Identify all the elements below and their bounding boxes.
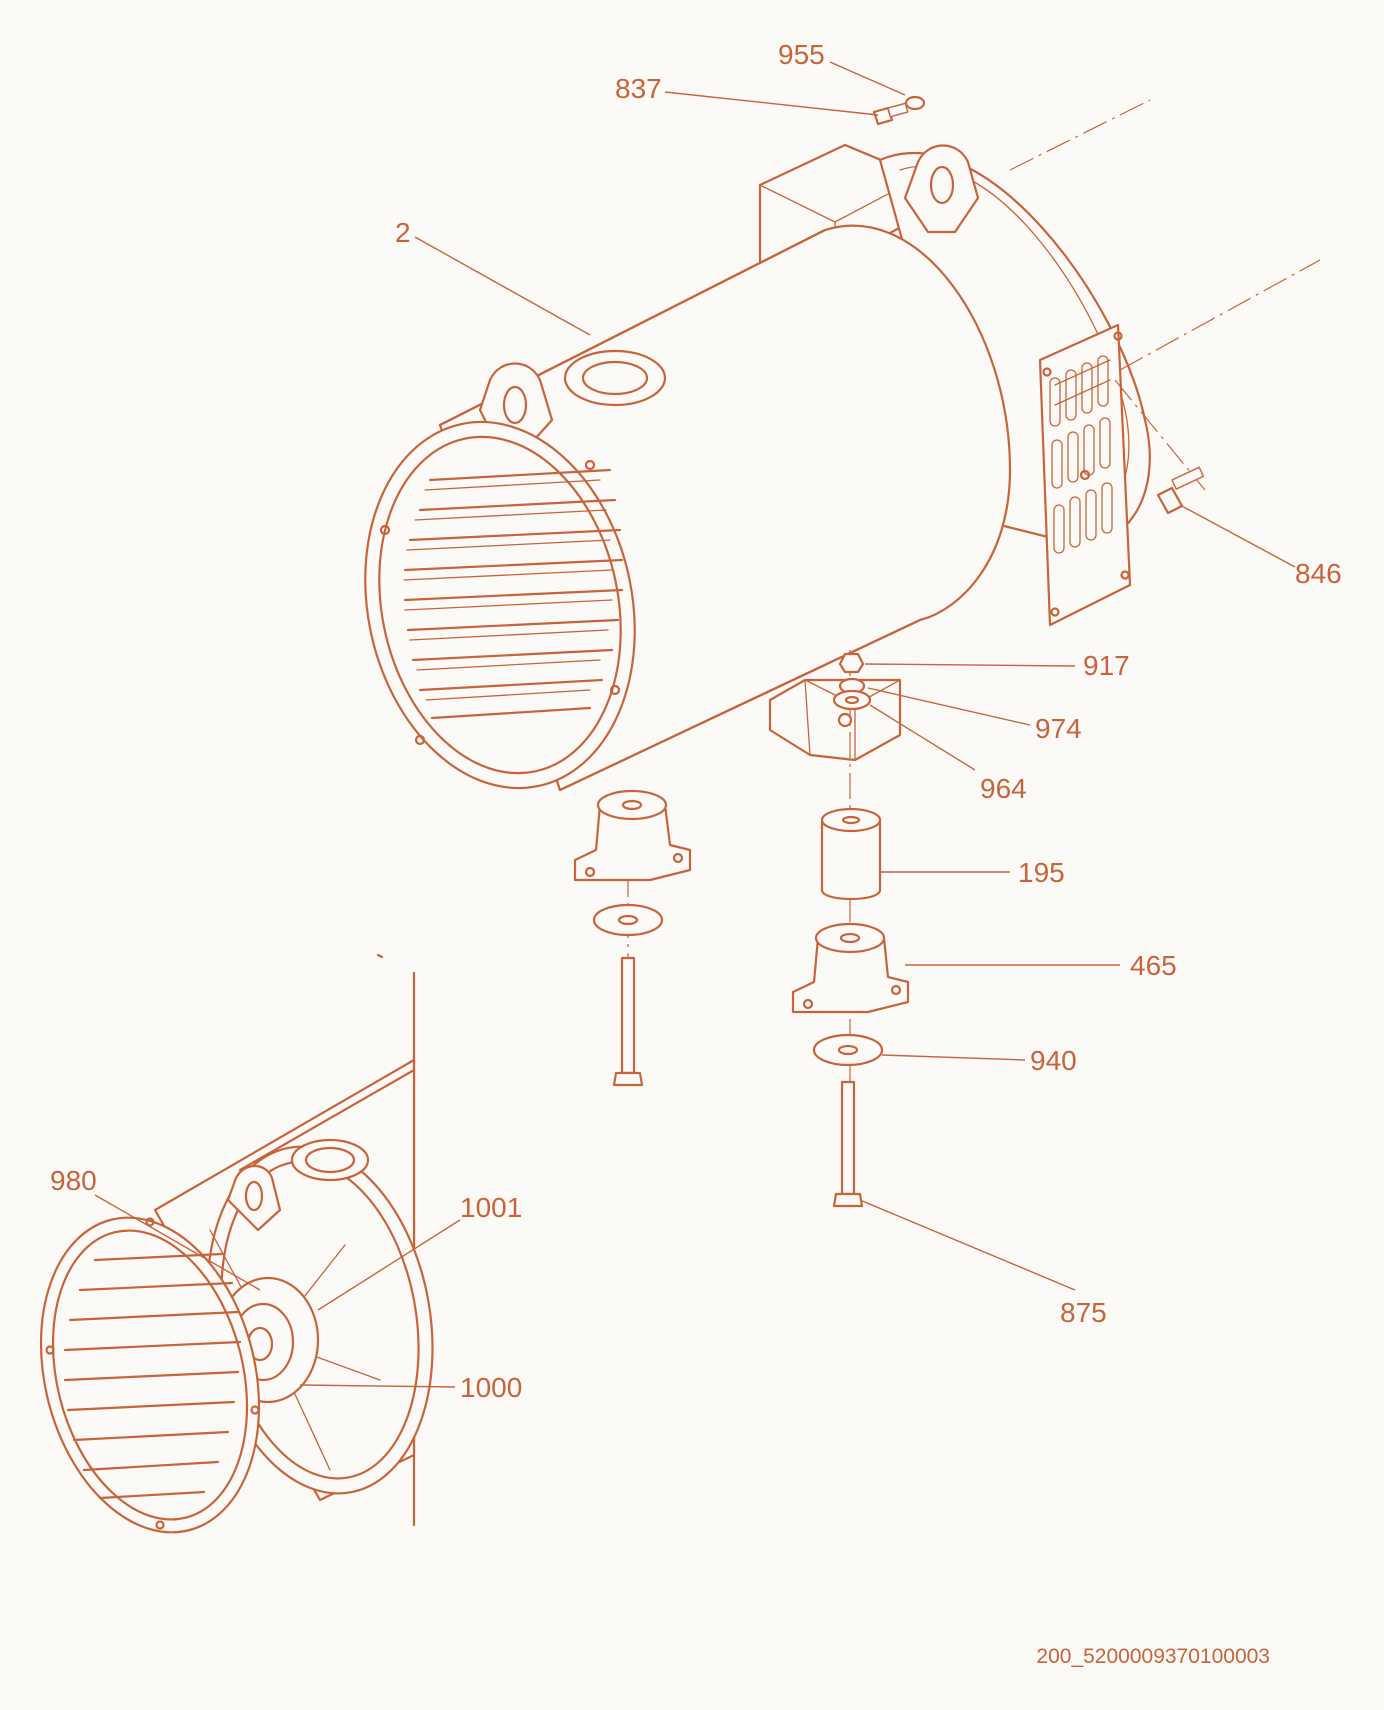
label-974: 974: [1035, 713, 1082, 744]
leader-lines: [94, 61, 1296, 1388]
washer-940: [812, 1033, 884, 1067]
bolt-875: [832, 1080, 864, 1208]
label-875: 875: [1060, 1297, 1107, 1328]
washer-964: [832, 689, 872, 711]
nut-917: [838, 652, 865, 674]
label-195: 195: [1018, 857, 1065, 888]
washer-955: [904, 95, 926, 111]
bolt-837: [872, 102, 909, 126]
fan-louver-cover-980: [39, 1216, 261, 1534]
vibration-mount-465: [791, 922, 910, 1014]
mounting-foot-bracket: [768, 678, 902, 762]
vibration-mount-left: [573, 789, 692, 882]
washer-left: [592, 903, 664, 937]
spacer-195: [820, 807, 882, 901]
label-846: 846: [1295, 558, 1342, 589]
label-980: 980: [50, 1165, 97, 1196]
label-1001: 1001: [460, 1192, 522, 1223]
rear-grille-slots: [1042, 331, 1130, 617]
axis-rear-mid: [1119, 259, 1321, 371]
bolt-left: [612, 956, 644, 1087]
front-louver-cover: [364, 420, 636, 790]
label-1000: 1000: [460, 1372, 522, 1403]
label-465: 465: [1130, 950, 1177, 981]
axis-rear-top: [1009, 99, 1151, 171]
label-837: 837: [615, 73, 662, 104]
label-2: 2: [395, 217, 411, 248]
label-917: 917: [1083, 650, 1130, 681]
label-940: 940: [1030, 1045, 1077, 1076]
axis-rear-bolt: [1114, 379, 1206, 491]
label-955: 955: [778, 39, 825, 70]
drawing-reference: 200_5200009370100003: [1036, 1645, 1270, 1668]
label-964: 964: [980, 773, 1027, 804]
